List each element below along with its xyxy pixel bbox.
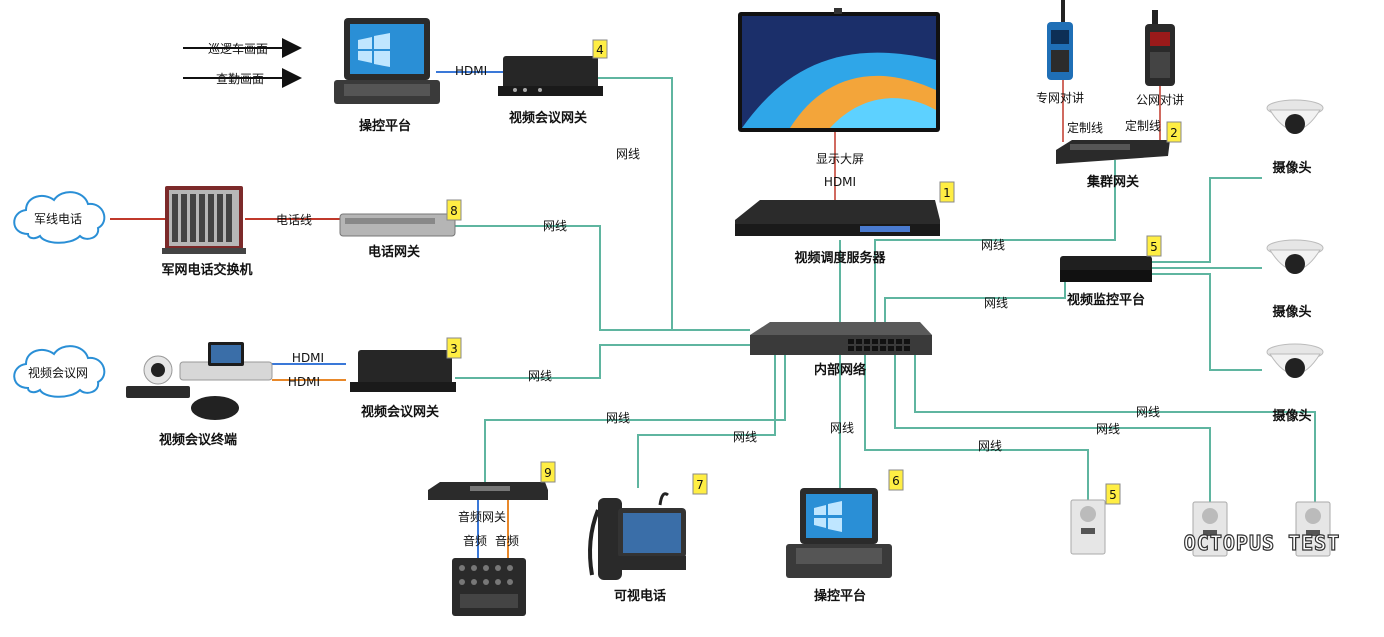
video-conf-gateway-mid-icon xyxy=(350,350,456,392)
camera-icon-3 xyxy=(1266,343,1324,378)
display-screen-label: 显示大屏 xyxy=(816,152,864,166)
network-label-k: 网线 xyxy=(1136,405,1160,419)
custom-line-label-2: 定制线 xyxy=(1125,118,1161,133)
cluster-gateway-label: 集群网关 xyxy=(1086,174,1139,190)
video-conf-net-label: 视频会议网 xyxy=(28,365,88,380)
cluster-gateway-icon xyxy=(1056,140,1170,164)
audio-mixer-icon xyxy=(452,558,526,616)
custom-line-label-1: 定制线 xyxy=(1067,120,1103,135)
audio-gateway-icon xyxy=(428,482,548,500)
video-surveillance-platform-label: 视频监控平台 xyxy=(1067,292,1145,308)
military-exchange-icon xyxy=(162,186,246,254)
video-surveillance-platform-icon xyxy=(1060,256,1152,282)
hdmi-label-mid-2: HDMI xyxy=(288,375,320,389)
video-conf-gateway-top-icon xyxy=(498,56,603,96)
military-exchange-label: 军网电话交换机 xyxy=(161,262,252,278)
cloud-video-conf-icon xyxy=(13,345,106,398)
badge-5-intercom: 5 xyxy=(1109,488,1117,502)
internal-network-label: 内部网络 xyxy=(814,362,866,378)
private-radio-icon xyxy=(1047,0,1073,80)
hdmi-label-mid-1: HDMI xyxy=(292,351,324,365)
network-label-i: 网线 xyxy=(978,439,1002,453)
network-label-c: 网线 xyxy=(981,238,1005,252)
control-platform-bottom-label: 操控平台 xyxy=(814,588,866,604)
public-radio-icon xyxy=(1145,10,1175,86)
badge-9: 9 xyxy=(544,466,552,480)
badge-5-surveillance: 5 xyxy=(1150,240,1158,254)
network-label-g: 网线 xyxy=(733,430,757,444)
badge-7: 7 xyxy=(696,478,704,492)
video-conf-gateway-top-label: 视频会议网关 xyxy=(509,110,587,126)
network-label-b: 网线 xyxy=(543,219,567,233)
intercom-unit-icon-3 xyxy=(1295,501,1331,557)
network-label-e: 网线 xyxy=(528,369,552,383)
network-lines xyxy=(455,77,1316,502)
camera-label-3: 摄像头 xyxy=(1272,408,1311,424)
camera-icon-2 xyxy=(1266,239,1324,274)
video-dispatch-server-label: 视频调度服务器 xyxy=(794,250,886,266)
audio-label-2: 音频 xyxy=(495,533,519,548)
cloud-military-phone-icon xyxy=(13,191,106,244)
audio-label-1: 音频 xyxy=(463,533,487,548)
video-phone-label: 可视电话 xyxy=(614,588,666,604)
intercom-unit-icon-1 xyxy=(1070,499,1106,555)
laptop-top-icon xyxy=(334,18,440,104)
video-conf-terminal-icon xyxy=(126,342,273,420)
badge-4-box xyxy=(592,39,608,59)
phone-gateway-label: 电话网关 xyxy=(368,244,420,260)
video-phone-icon xyxy=(588,492,686,580)
badge-6: 6 xyxy=(892,474,900,488)
camera-label-2: 摄像头 xyxy=(1272,304,1311,320)
network-label-h: 网线 xyxy=(830,421,854,435)
network-label-a: 网线 xyxy=(616,147,640,161)
badge-1: 1 xyxy=(943,186,951,200)
network-label-d: 网线 xyxy=(984,296,1008,310)
phone-gateway-icon xyxy=(339,213,456,237)
badge-2: 2 xyxy=(1170,126,1178,140)
video-conf-gateway-mid-label: 视频会议网关 xyxy=(361,404,439,420)
video-dispatch-server-icon xyxy=(735,200,940,236)
video-conf-terminal-label: 视频会议终端 xyxy=(159,432,237,448)
display-screen-icon xyxy=(738,8,940,132)
internal-network-switch-icon xyxy=(750,322,932,355)
badges: 4 1 2 8 5 3 9 7 6 5 xyxy=(446,39,1182,505)
badge-4: 4 xyxy=(596,43,604,57)
duty-feed-label: 查勤画面 xyxy=(216,72,264,86)
network-label-f: 网线 xyxy=(606,411,630,425)
network-label-j: 网线 xyxy=(1096,422,1120,436)
public-radio-label: 公网对讲 xyxy=(1136,92,1184,107)
patrol-feed-label: 巡逻车画面 xyxy=(208,41,268,56)
camera-icon-1 xyxy=(1266,99,1324,134)
badge-8: 8 xyxy=(450,204,458,218)
hdmi-label-top: HDMI xyxy=(455,64,487,78)
watermark: OCTOPUS TEST xyxy=(1184,531,1341,555)
badge-3: 3 xyxy=(450,342,458,356)
phone-line-label: 电话线 xyxy=(276,213,312,227)
camera-label-1: 摄像头 xyxy=(1272,160,1311,176)
control-platform-top-label: 操控平台 xyxy=(359,118,411,134)
military-phone-label: 军线电话 xyxy=(34,212,82,226)
audio-gateway-label: 音频网关 xyxy=(458,509,506,524)
laptop-bottom-icon xyxy=(786,488,892,578)
private-radio-label: 专网对讲 xyxy=(1036,90,1084,105)
hdmi-label-server: HDMI xyxy=(824,175,856,189)
intercom-unit-icon-2 xyxy=(1192,501,1228,557)
